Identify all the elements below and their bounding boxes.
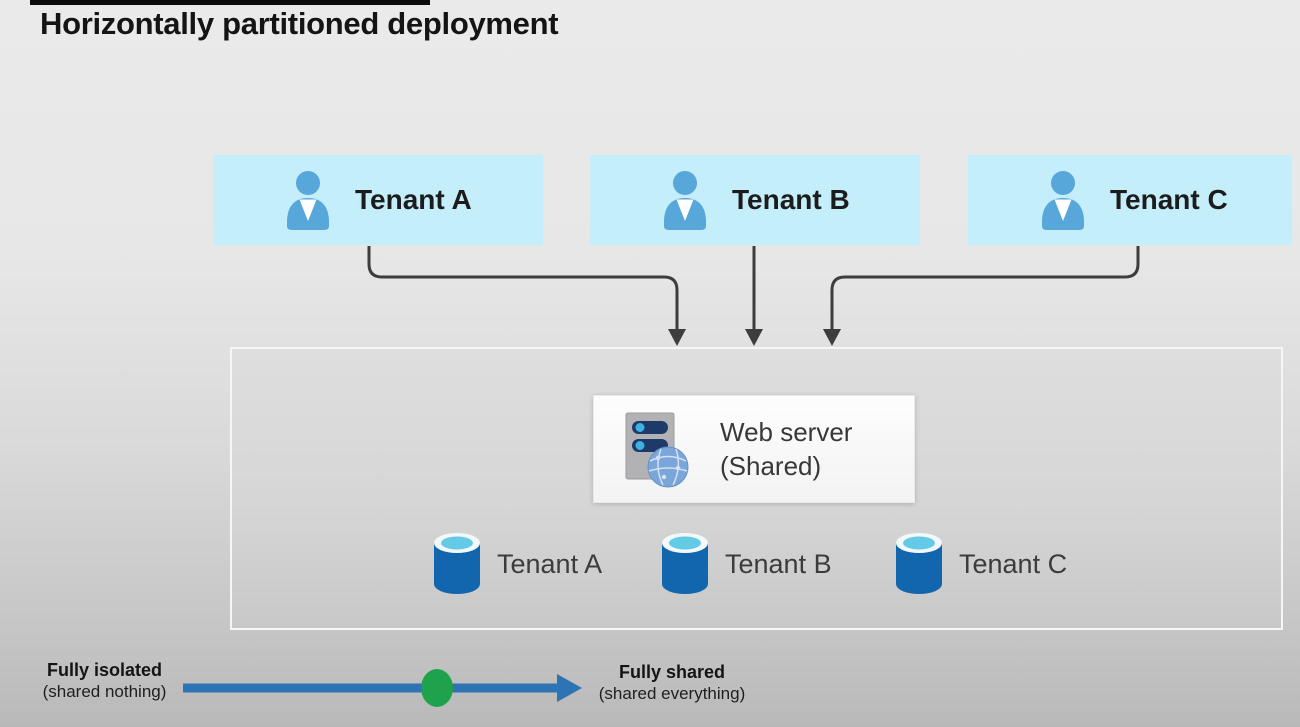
arrowhead <box>668 329 686 346</box>
spectrum-marker <box>421 669 453 707</box>
user-icon <box>1042 171 1084 230</box>
database-icon <box>662 533 708 594</box>
top-black-bar <box>30 0 430 5</box>
tenant-label: Tenant C <box>1110 184 1228 215</box>
arrowhead <box>745 329 763 346</box>
database-label: Tenant C <box>959 548 1068 579</box>
database-tenant-b: Tenant B <box>661 531 832 597</box>
spectrum-left-subtitle: (shared nothing) <box>42 682 167 701</box>
arrow-tenant-a <box>367 246 679 329</box>
user-icon <box>664 171 706 230</box>
arrow-tenant-c <box>830 246 1140 329</box>
database-label: Tenant B <box>725 548 832 579</box>
spectrum-arrowhead <box>557 674 582 702</box>
database-icon <box>896 533 942 594</box>
tenant-box-c: Tenant C <box>968 155 1292 245</box>
spectrum-left-title: Fully isolated <box>46 660 163 680</box>
tenant-box-b: Tenant B <box>590 155 920 245</box>
database-tenant-c: Tenant C <box>895 531 1067 597</box>
tenant-label: Tenant A <box>355 184 472 215</box>
web-server-card: Web server (Shared) <box>593 395 915 503</box>
spectrum-right-subtitle: (shared everything) <box>598 684 746 703</box>
web-server-line2: (Shared) <box>720 451 822 481</box>
database-label: Tenant A <box>497 548 603 579</box>
user-icon <box>287 171 329 230</box>
arrowhead <box>823 329 841 346</box>
web-server-icon <box>625 412 689 488</box>
tenant-label: Tenant B <box>732 184 850 215</box>
spectrum-right-title: Fully shared <box>618 662 726 682</box>
database-tenant-a: Tenant A <box>433 531 602 597</box>
spectrum-right-label: Fully shared (shared everything) <box>583 661 761 704</box>
shared-infrastructure-container <box>230 347 1283 630</box>
web-server-label: Web server (Shared) <box>720 415 852 483</box>
web-server-line1: Web server <box>720 417 853 447</box>
database-icon <box>434 533 480 594</box>
tenant-box-a: Tenant A <box>213 155 543 245</box>
page-title: Horizontally partitioned deployment <box>40 6 559 41</box>
spectrum-left-label: Fully isolated (shared nothing) <box>22 659 187 702</box>
